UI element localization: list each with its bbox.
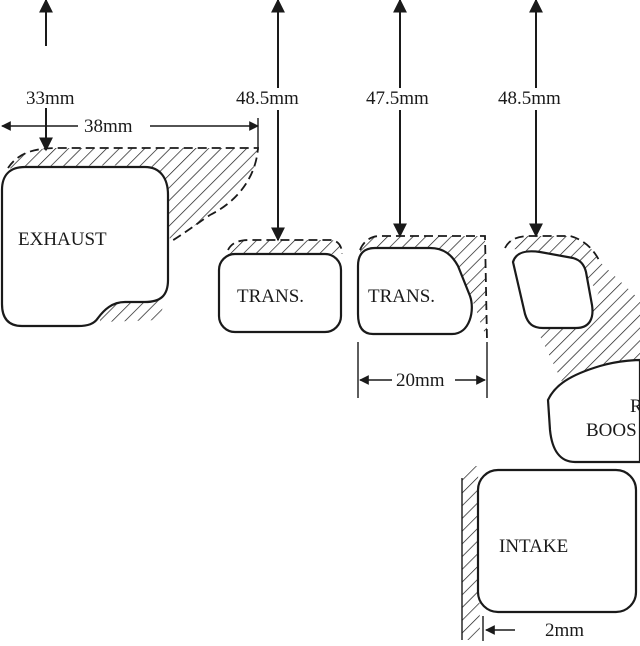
boost-port-upper	[511, 250, 594, 330]
boost-height-label: 48.5mm	[498, 88, 561, 109]
boost-hatch-outline	[504, 235, 601, 263]
exhaust-label: EXHAUST	[18, 229, 107, 250]
intake-port-group: INTAKE	[461, 466, 638, 640]
boost-label-line1: R	[630, 396, 640, 417]
boost-port-lower	[546, 358, 640, 464]
exhaust-port	[0, 165, 170, 328]
exhaust-width-label: 38mm	[84, 116, 133, 137]
boost-port-group: R BOOS	[504, 235, 640, 464]
exhaust-hatch-outline	[7, 147, 259, 243]
boost-hatch	[505, 236, 640, 388]
boost-label-line2: BOOS	[586, 420, 637, 441]
trans1-hatch-outline	[227, 239, 343, 255]
trans1-label: TRANS.	[237, 286, 304, 307]
exhaust-height-label: 33mm	[26, 88, 75, 109]
intake-port	[476, 468, 638, 614]
trans1-height-label: 48.5mm	[236, 88, 299, 109]
intake-label: INTAKE	[499, 536, 568, 557]
trans2-height-label: 47.5mm	[366, 88, 429, 109]
trans2-port-group: TRANS.	[356, 235, 488, 341]
intake-hatch	[462, 466, 480, 640]
trans1-port-group: TRANS.	[217, 239, 343, 334]
trans2-label: TRANS.	[368, 286, 435, 307]
trans1-port	[217, 252, 343, 334]
trans2-width-label: 20mm	[396, 370, 445, 391]
trans2-port	[356, 246, 473, 336]
exhaust-hatch	[8, 148, 258, 240]
intake-gap-label: 2mm	[545, 620, 584, 641]
trans2-hatch-outline	[359, 235, 488, 341]
trans1-hatch	[228, 240, 342, 254]
exhaust-port-group: EXHAUST	[0, 147, 259, 328]
